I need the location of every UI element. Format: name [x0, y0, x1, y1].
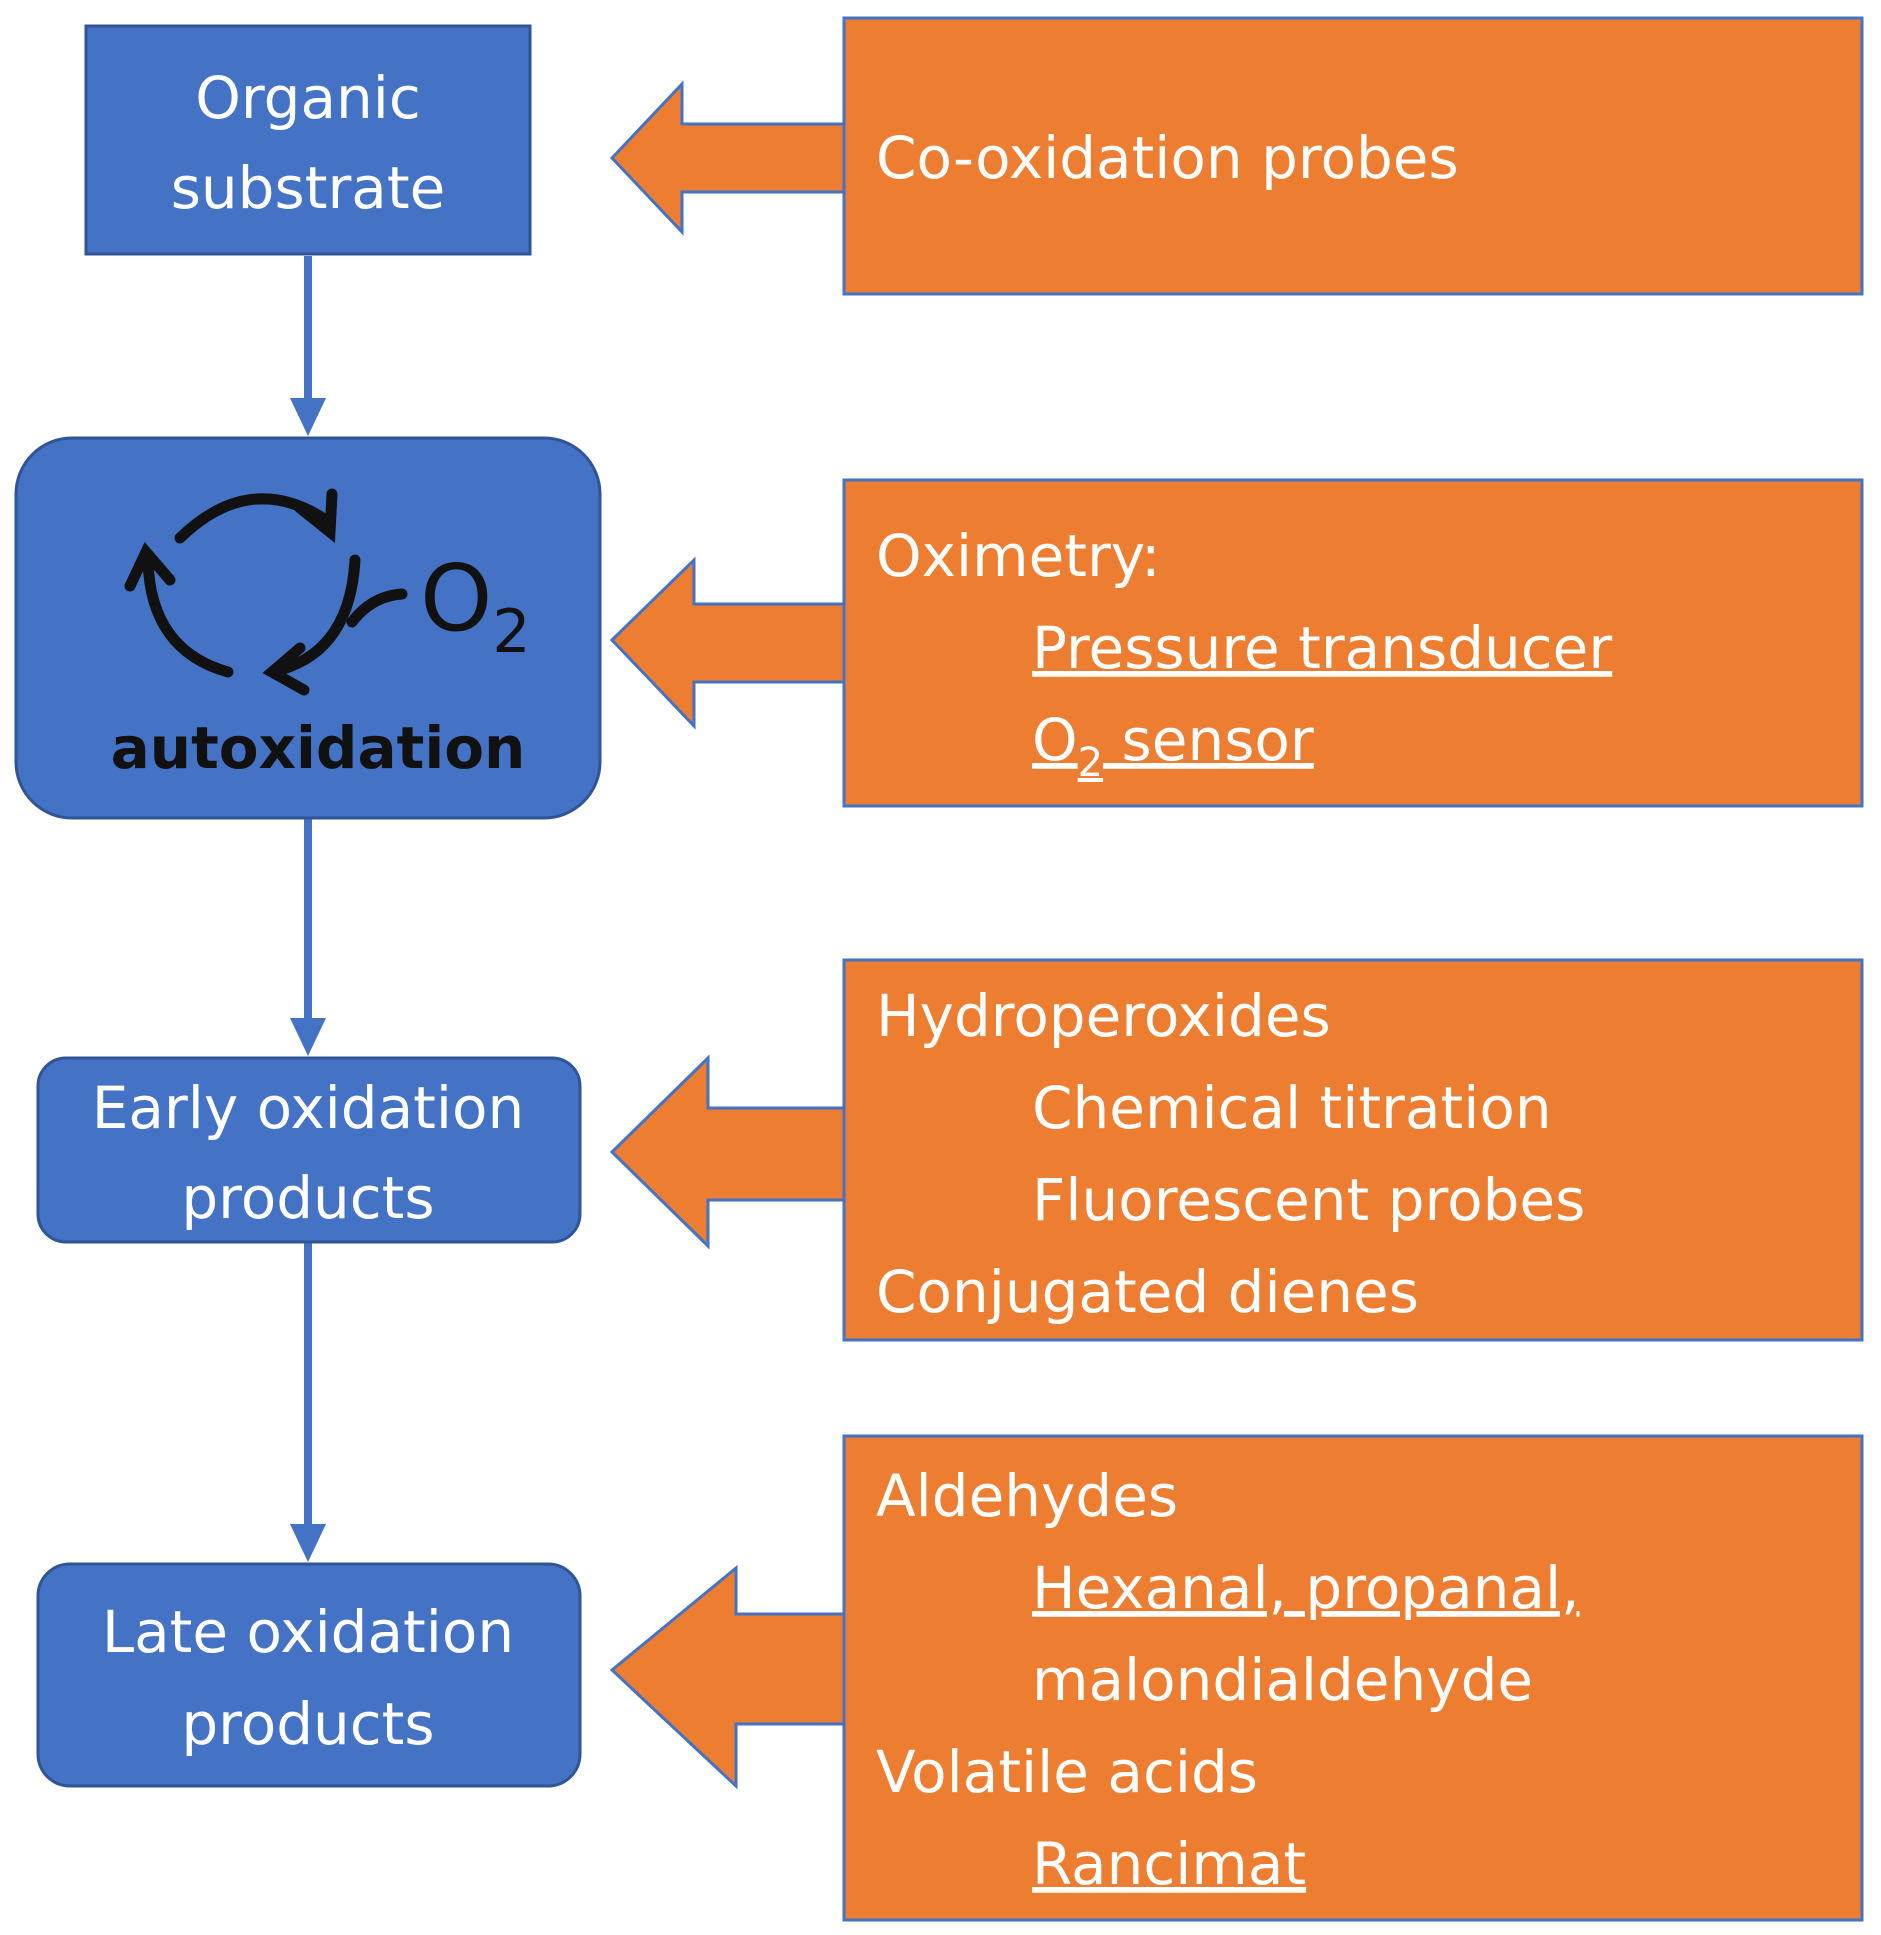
method-arrow-early	[609, 1054, 848, 1250]
method-arrow-co-oxidation	[609, 80, 848, 236]
stage-line: products	[181, 1690, 434, 1758]
o2-symbol: O2	[420, 545, 531, 667]
method-line-underlined: Hexanal, propanal,	[1032, 1554, 1580, 1622]
cycle-arrows-icon	[124, 488, 408, 696]
method-line-underlined: O2 sensor	[1032, 706, 1314, 786]
method-co-oxidation: Co-oxidation probes	[842, 16, 1864, 296]
method-box	[842, 478, 1864, 808]
autoxidation-label: autoxidation	[111, 714, 526, 782]
connector-arrowhead-1	[290, 398, 326, 436]
cycle-arrowhead-right	[262, 642, 310, 696]
method-line-underlined: Pressure transducer	[1032, 614, 1612, 682]
method-arrows	[609, 80, 848, 1790]
o2-subscript: 2	[492, 597, 530, 667]
cycle-arc-right	[274, 554, 361, 676]
method-arrow-late	[609, 1564, 848, 1790]
stage-box	[84, 24, 532, 256]
stage-line: products	[181, 1164, 434, 1232]
method-line: Chemical titration	[1032, 1074, 1552, 1142]
o2-main: O	[420, 545, 492, 652]
cycle-arrowhead-top	[294, 488, 338, 543]
method-line: Hydroperoxides	[876, 982, 1331, 1050]
method-line: Oximetry:	[876, 522, 1161, 590]
stage-line: Early oxidation	[92, 1074, 525, 1142]
stage-line: substrate	[171, 154, 446, 222]
method-line: Fluorescent probes	[1032, 1166, 1585, 1234]
stage-box	[14, 436, 602, 820]
stage-box	[36, 1056, 582, 1244]
connector-arrowhead-3	[290, 1524, 326, 1562]
method-line: Aldehydes	[876, 1462, 1178, 1530]
method-early-products: Hydroperoxides Chemical titration Fluore…	[842, 958, 1864, 1342]
o2-sensor-rest: sensor	[1103, 706, 1314, 774]
o2-sensor-sub: 2	[1078, 740, 1103, 786]
cycle-arrowhead-left	[124, 541, 176, 592]
stage-organic-substrate: Organic substrate	[84, 24, 532, 256]
stage-box	[36, 1562, 582, 1788]
o2-sensor-o: O	[1032, 706, 1078, 774]
method-line: Co-oxidation probes	[876, 124, 1459, 192]
method-arrow-oximetry	[609, 556, 848, 730]
stage-line: Late oxidation	[102, 1598, 514, 1666]
stage-autoxidation: O2 autoxidation	[14, 436, 602, 820]
cycle-arc-left	[142, 554, 234, 678]
method-box	[842, 958, 1864, 1342]
stage-line: Organic	[195, 64, 421, 132]
stage-late-oxidation-products: Late oxidation products	[36, 1562, 582, 1788]
method-oximetry: Oximetry: Pressure transducer O2 sensor	[842, 478, 1864, 808]
method-line: Volatile acids	[876, 1738, 1258, 1806]
stage-connectors	[290, 256, 326, 1562]
method-box	[842, 16, 1864, 296]
method-line: Conjugated dienes	[876, 1258, 1419, 1326]
method-late-products: Aldehydes Hexanal, propanal, malondialde…	[842, 1434, 1864, 1922]
stage-early-oxidation-products: Early oxidation products	[36, 1056, 582, 1244]
method-box	[842, 1434, 1864, 1922]
method-line: malondialdehyde	[1032, 1646, 1533, 1714]
o2-feed-line	[346, 588, 408, 628]
method-line-underlined: Rancimat	[1032, 1830, 1306, 1898]
connector-arrowhead-2	[290, 1018, 326, 1056]
